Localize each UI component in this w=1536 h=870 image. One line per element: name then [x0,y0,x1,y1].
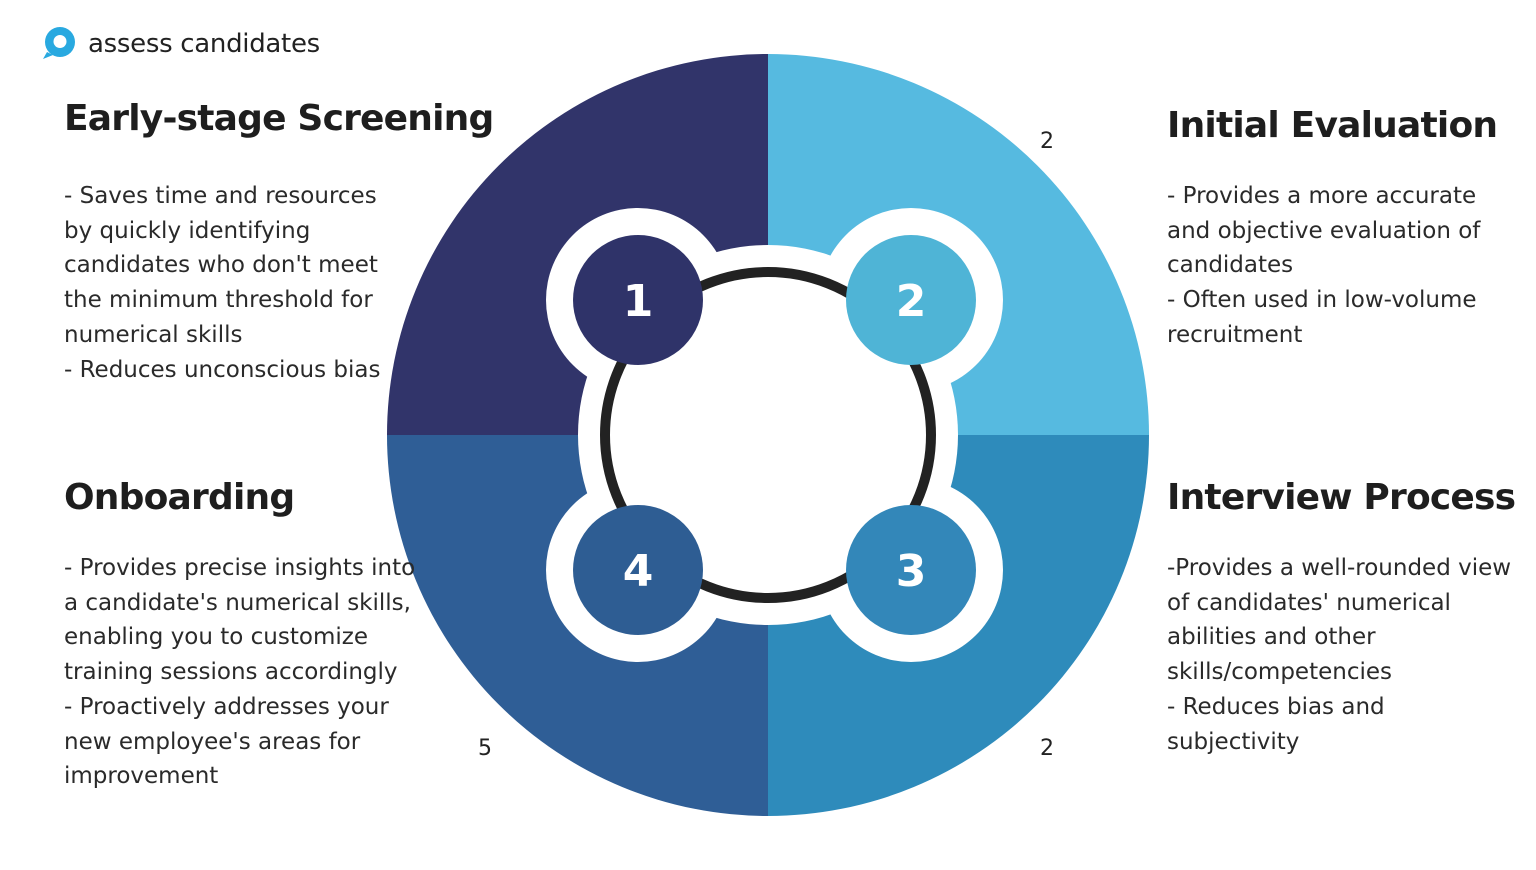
stage-block-onboarding: Onboarding - Provides precise insights i… [64,477,434,794]
brand-logo-icon [43,27,75,59]
stage-title: Onboarding [64,477,295,518]
stage-node-3: 3 [846,505,976,635]
cycle-ring [600,267,936,603]
stage-description: - Provides a more accurate and objective… [1167,183,1481,348]
stage-node-2: 2 [846,235,976,365]
stage-block-initial-evaluation: Initial Evaluation - Provides a more acc… [1167,105,1507,353]
stage-block-interview-process: Interview Process -Provides a well-round… [1167,477,1517,759]
stage-title: Initial Evaluation [1167,105,1498,146]
stage-number-2: 2 [896,276,927,327]
brand-name: assess candidates [88,29,320,59]
stray-glyph-bottom-right: 2 [1040,736,1054,761]
stray-glyph-top-right: 2 [1040,129,1054,154]
stage-number-4: 4 [623,546,654,597]
stage-node-1: 1 [573,235,703,365]
stage-title: Early-stage Screening [64,98,494,139]
stage-number-3: 3 [896,546,927,597]
stage-description: - Saves time and resources by quickly id… [64,183,381,383]
stage-node-4: 4 [573,505,703,635]
stage-description: - Provides precise insights into a candi… [64,555,416,790]
stray-glyph-bottom-left: 5 [478,736,492,761]
brand-logo: assess candidates [40,26,320,62]
stage-block-early-stage-screening: Early-stage Screening - Saves time and r… [64,98,494,387]
stage-number-1: 1 [623,276,654,327]
stage-title: Interview Process [1167,477,1516,518]
stage-description: -Provides a well-rounded view of candida… [1167,555,1512,755]
